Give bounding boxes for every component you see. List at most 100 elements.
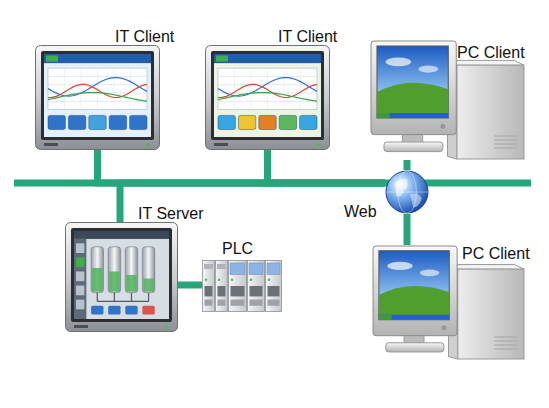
device-label: PC Client <box>462 245 530 263</box>
tank-symbol <box>108 247 120 293</box>
monitor-button <box>441 124 445 128</box>
device-node: PC Client <box>372 245 525 360</box>
plc-port <box>250 286 263 296</box>
device-label: Web <box>344 203 377 221</box>
power-led <box>316 143 319 146</box>
plc-module <box>248 261 265 312</box>
device-node: IT Client <box>205 45 330 150</box>
screen-hill <box>377 83 448 118</box>
tank-level <box>143 279 153 292</box>
screen-hill <box>379 286 449 320</box>
plc-module <box>203 261 215 312</box>
plc-port <box>231 286 245 296</box>
monitor-base <box>384 142 443 152</box>
chart-grid <box>97 68 98 110</box>
tower-vent <box>494 345 517 346</box>
plc-window <box>230 263 245 274</box>
screen-frame <box>41 51 154 140</box>
screen-button <box>279 115 296 129</box>
plc-label-plate <box>217 264 226 269</box>
plc-module <box>229 261 247 312</box>
trend-line <box>48 84 147 97</box>
plc-terminal <box>268 300 280 306</box>
device-node: PLC <box>202 260 282 312</box>
plc-port <box>268 286 280 296</box>
device-label: IT Server <box>138 205 204 223</box>
monitor-screen <box>377 46 448 118</box>
screen-cloud <box>420 269 440 276</box>
screen-logo <box>216 56 228 62</box>
plc-terminal <box>205 300 213 306</box>
globe-symbol <box>386 171 428 213</box>
tower-vent <box>494 341 517 342</box>
sidebar-button <box>76 257 84 267</box>
device-label: PC Client <box>457 44 525 62</box>
screen-start-button <box>377 113 390 118</box>
plc-terminal <box>231 300 245 306</box>
tower-side <box>457 65 524 159</box>
device-illustration <box>202 260 282 312</box>
sidebar-button <box>76 243 84 253</box>
tower-side <box>458 269 524 359</box>
chart-grid <box>64 68 65 110</box>
power-led <box>146 143 149 146</box>
chart-grid <box>284 68 285 110</box>
screen-cloud <box>418 65 438 72</box>
screen-button <box>238 115 255 129</box>
tower-vent <box>494 337 517 338</box>
device-node: Web <box>385 170 429 214</box>
device-node: IT Client <box>35 45 160 150</box>
network-link <box>404 160 411 170</box>
tank-level <box>126 275 136 292</box>
device-illustration <box>65 222 178 332</box>
screen-background <box>44 54 151 137</box>
screen-title-bar <box>74 231 169 239</box>
globe-continent <box>394 178 407 196</box>
tower-vent <box>494 144 517 145</box>
pipe-symbol <box>97 301 148 302</box>
network-link <box>178 282 202 289</box>
panel-logo <box>214 143 228 146</box>
screen-button <box>89 115 106 129</box>
screen-frame <box>71 228 172 322</box>
screen-start-button <box>379 315 392 320</box>
trend-line <box>218 84 317 97</box>
tower-vent <box>494 140 517 141</box>
globe-equator <box>386 192 428 193</box>
panel-logo <box>44 143 58 146</box>
plc-led <box>250 279 252 281</box>
plc-led <box>231 279 233 281</box>
plc-window <box>267 263 280 274</box>
chart-grid <box>300 68 301 110</box>
network-link <box>98 150 386 183</box>
monitor-body <box>373 246 457 336</box>
panel-bezel <box>66 223 178 332</box>
tank-symbol <box>142 247 154 293</box>
device-illustration <box>372 245 525 360</box>
device-node: IT Server <box>65 222 178 332</box>
device-node: PC Client <box>370 40 525 160</box>
screen-frame <box>211 51 324 140</box>
panel-bezel <box>36 46 160 150</box>
plc-module <box>216 261 228 312</box>
screen-cloud <box>387 262 412 270</box>
globe-continent <box>410 194 422 208</box>
trend-chart <box>48 68 147 110</box>
screen-button <box>300 115 317 129</box>
screen-button <box>142 306 154 315</box>
screen-button <box>48 115 65 129</box>
device-label: IT Client <box>115 28 174 46</box>
sidebar-button <box>76 286 84 296</box>
sidebar-button <box>76 300 84 310</box>
screen-taskbar <box>379 315 449 320</box>
tower-top <box>449 265 525 270</box>
pipe-symbol <box>97 293 98 302</box>
screen-button <box>109 115 126 129</box>
screen-sidebar <box>74 239 86 319</box>
pipe-symbol <box>131 293 132 302</box>
plc-terminal <box>250 300 263 306</box>
tank-level <box>109 271 119 291</box>
pipe-symbol <box>148 293 149 302</box>
device-label: PLC <box>222 240 253 258</box>
plc-label-plate <box>204 264 213 269</box>
